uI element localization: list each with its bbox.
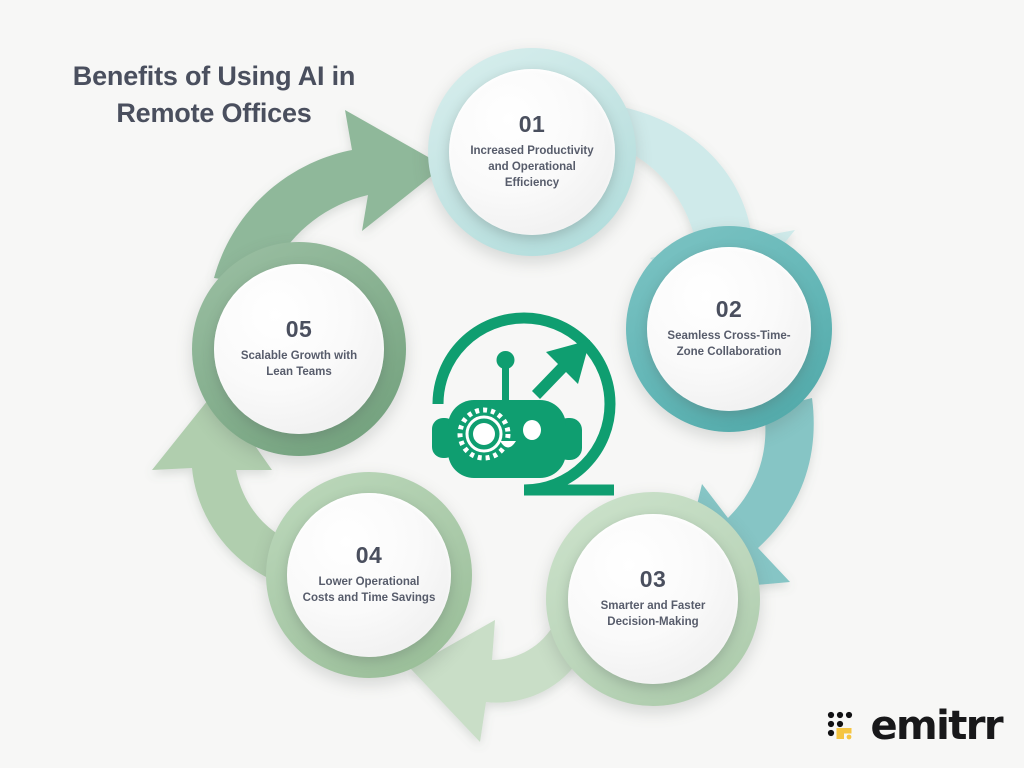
robot-right-eye-icon — [523, 420, 541, 440]
growth-arrow-icon — [532, 340, 590, 399]
step-03-content: 03 Smarter and Faster Decision-Making — [568, 514, 738, 684]
step-03-number: 03 — [639, 565, 667, 592]
step-05-number: 05 — [285, 315, 313, 342]
step-01-content: 01 Increased Productivity and Operationa… — [449, 69, 615, 235]
step-05-label: Scalable Growth with Lean Teams — [240, 349, 358, 378]
emitrr-logo[interactable]: emitrr — [827, 703, 1004, 749]
step-circle-05[interactable]: 05 Scalable Growth with Lean Teams — [192, 242, 406, 456]
step-04-content: 04 Lower Operational Costs and Time Savi… — [287, 493, 451, 657]
emitrr-logo-mark-icon — [827, 711, 852, 740]
step-04-number: 04 — [355, 541, 383, 568]
step-05-content: 05 Scalable Growth with Lean Teams — [214, 264, 384, 434]
ai-robot-growth-icon — [432, 312, 616, 496]
robot-antenna-icon — [496, 351, 515, 409]
step-circle-01[interactable]: 01 Increased Productivity and Operationa… — [428, 48, 636, 256]
step-04-label: Lower Operational Costs and Time Savings — [302, 575, 436, 604]
step-01-label: Increased Productivity and Operational E… — [470, 144, 594, 190]
step-circle-02[interactable]: 02 Seamless Cross-Time-Zone Collaboratio… — [626, 226, 832, 432]
step-02-content: 02 Seamless Cross-Time-Zone Collaboratio… — [647, 247, 811, 411]
step-01-number: 01 — [518, 110, 546, 137]
step-03-label: Smarter and Faster Decision-Making — [600, 599, 706, 628]
step-circle-04[interactable]: 04 Lower Operational Costs and Time Savi… — [266, 472, 472, 678]
step-02-label: Seamless Cross-Time-Zone Collaboration — [667, 329, 791, 358]
step-circle-03[interactable]: 03 Smarter and Faster Decision-Making — [546, 492, 760, 706]
step-02-number: 02 — [715, 295, 743, 322]
robot-head-icon — [448, 400, 566, 478]
robot-gear-eye-icon — [457, 407, 511, 461]
emitrr-wordmark: emitrr — [870, 703, 1004, 749]
robot-smile-icon — [500, 441, 516, 448]
